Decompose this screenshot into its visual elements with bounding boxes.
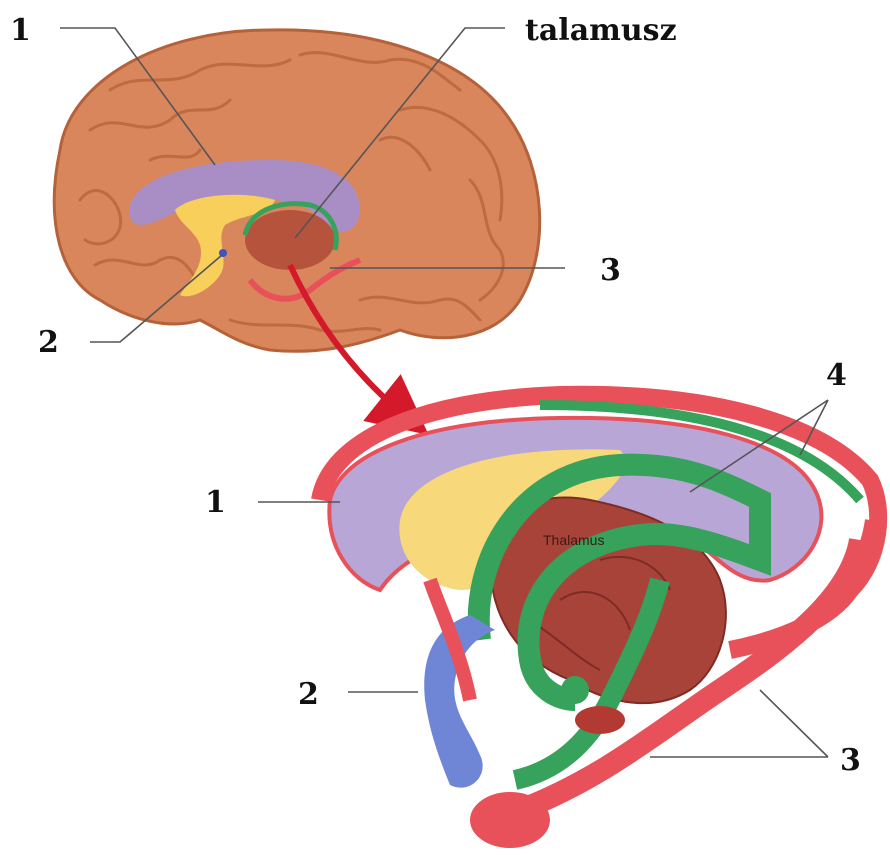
bottom-label-2: 2	[298, 677, 319, 712]
thalamus-top	[245, 210, 335, 270]
bottom-label-1: 1	[205, 485, 226, 520]
top-label-2: 2	[38, 325, 59, 360]
brain-medial-view	[54, 30, 539, 351]
olfactory-bulb	[470, 792, 550, 848]
thalamus-inner-label: Thalamus	[543, 532, 604, 548]
bottom-label-4: 4	[826, 358, 847, 393]
top-label-3: 3	[600, 253, 621, 288]
red-nodule	[575, 706, 625, 734]
top-label-thalamus: talamusz	[525, 13, 677, 48]
top-label-1: 1	[10, 13, 31, 48]
mammillary-body	[561, 676, 589, 704]
limbic-enlarged-view	[320, 395, 878, 848]
bottom-label-3: 3	[840, 743, 861, 778]
